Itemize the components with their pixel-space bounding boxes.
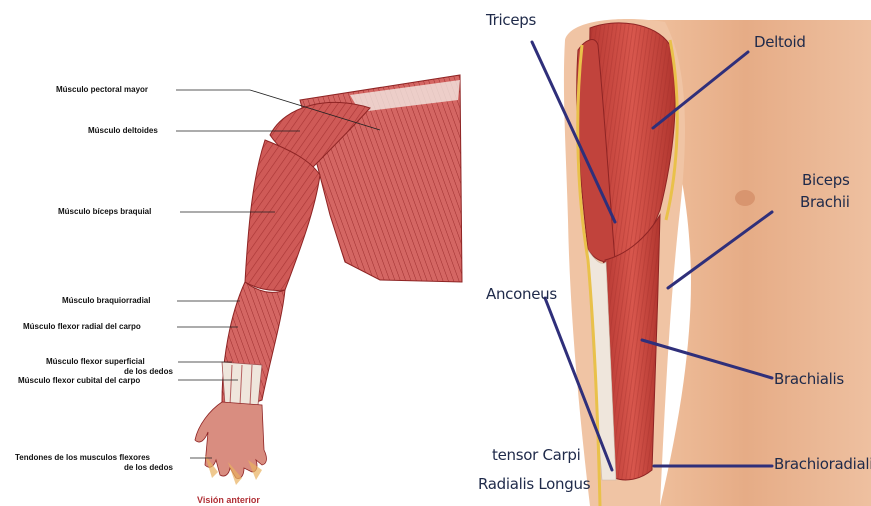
- label-flexor-cubital: Músculo flexor cubital del carpo: [18, 376, 140, 386]
- label-flexor-superficial: Músculo flexor superficial: [46, 357, 145, 367]
- arm-lateral-render: [470, 0, 871, 506]
- label-deltoid: Deltoid: [754, 34, 806, 51]
- label-tendones: Tendones de los musculos flexores: [15, 453, 150, 463]
- label-tendones-2: de los dedos: [124, 463, 173, 473]
- label-brachioradialis: Brachioradialis: [774, 456, 871, 473]
- label-brachialis: Brachialis: [774, 371, 844, 388]
- label-brachii: Brachii: [800, 194, 850, 211]
- label-braquiorradial: Músculo braquiorradial: [62, 296, 150, 306]
- label-pectoral-mayor: Músculo pectoral mayor: [56, 85, 148, 95]
- left-anatomy-panel: Músculo pectoral mayor Músculo deltoides…: [0, 0, 470, 506]
- right-anatomy-panel: Triceps Deltoid Biceps Brachii Anconeus …: [470, 0, 871, 506]
- label-biceps-braquial: Músculo bíceps braquial: [58, 207, 151, 217]
- arm-anterior-illustration: [0, 0, 470, 506]
- label-ecrl-1: tensor Carpi: [492, 447, 580, 464]
- label-deltoides: Músculo deltoides: [88, 126, 158, 136]
- biceps-muscle: [245, 140, 320, 291]
- label-biceps: Biceps: [802, 172, 849, 189]
- caption-vision-anterior: Visión anterior: [197, 495, 260, 505]
- nipple: [735, 190, 755, 206]
- label-ecrl-2: Radialis Longus: [478, 476, 590, 493]
- label-flexor-radial: Músculo flexor radial del carpo: [23, 322, 141, 332]
- label-anconeus: Anconeus: [486, 286, 557, 303]
- label-triceps: Triceps: [486, 12, 536, 29]
